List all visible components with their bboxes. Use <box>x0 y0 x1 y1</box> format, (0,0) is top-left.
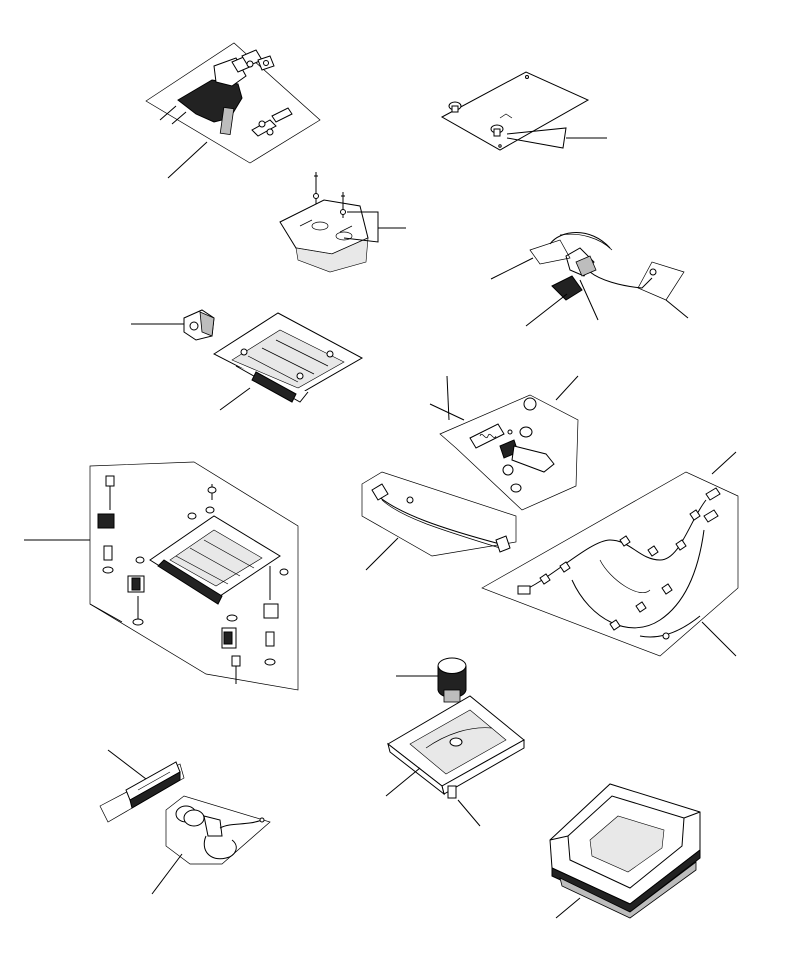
seat-frame-icon <box>212 312 364 411</box>
slide-rail-icon <box>99 749 185 823</box>
latch-kit-icon <box>429 375 579 511</box>
cable-assembly-icon <box>490 232 689 327</box>
swivel-plate-icon <box>385 657 525 827</box>
suspension-kit-icon <box>24 461 299 691</box>
wiring-harness-icon <box>481 451 739 657</box>
cushion-pad-icon <box>279 172 406 273</box>
wire-rod-icon <box>361 471 517 571</box>
switch-wire-icon <box>151 795 271 895</box>
lever-assembly-icon <box>145 42 321 179</box>
plate-icon <box>440 71 607 151</box>
bracket-icon <box>131 309 215 341</box>
suspension-cover-icon <box>549 783 701 919</box>
